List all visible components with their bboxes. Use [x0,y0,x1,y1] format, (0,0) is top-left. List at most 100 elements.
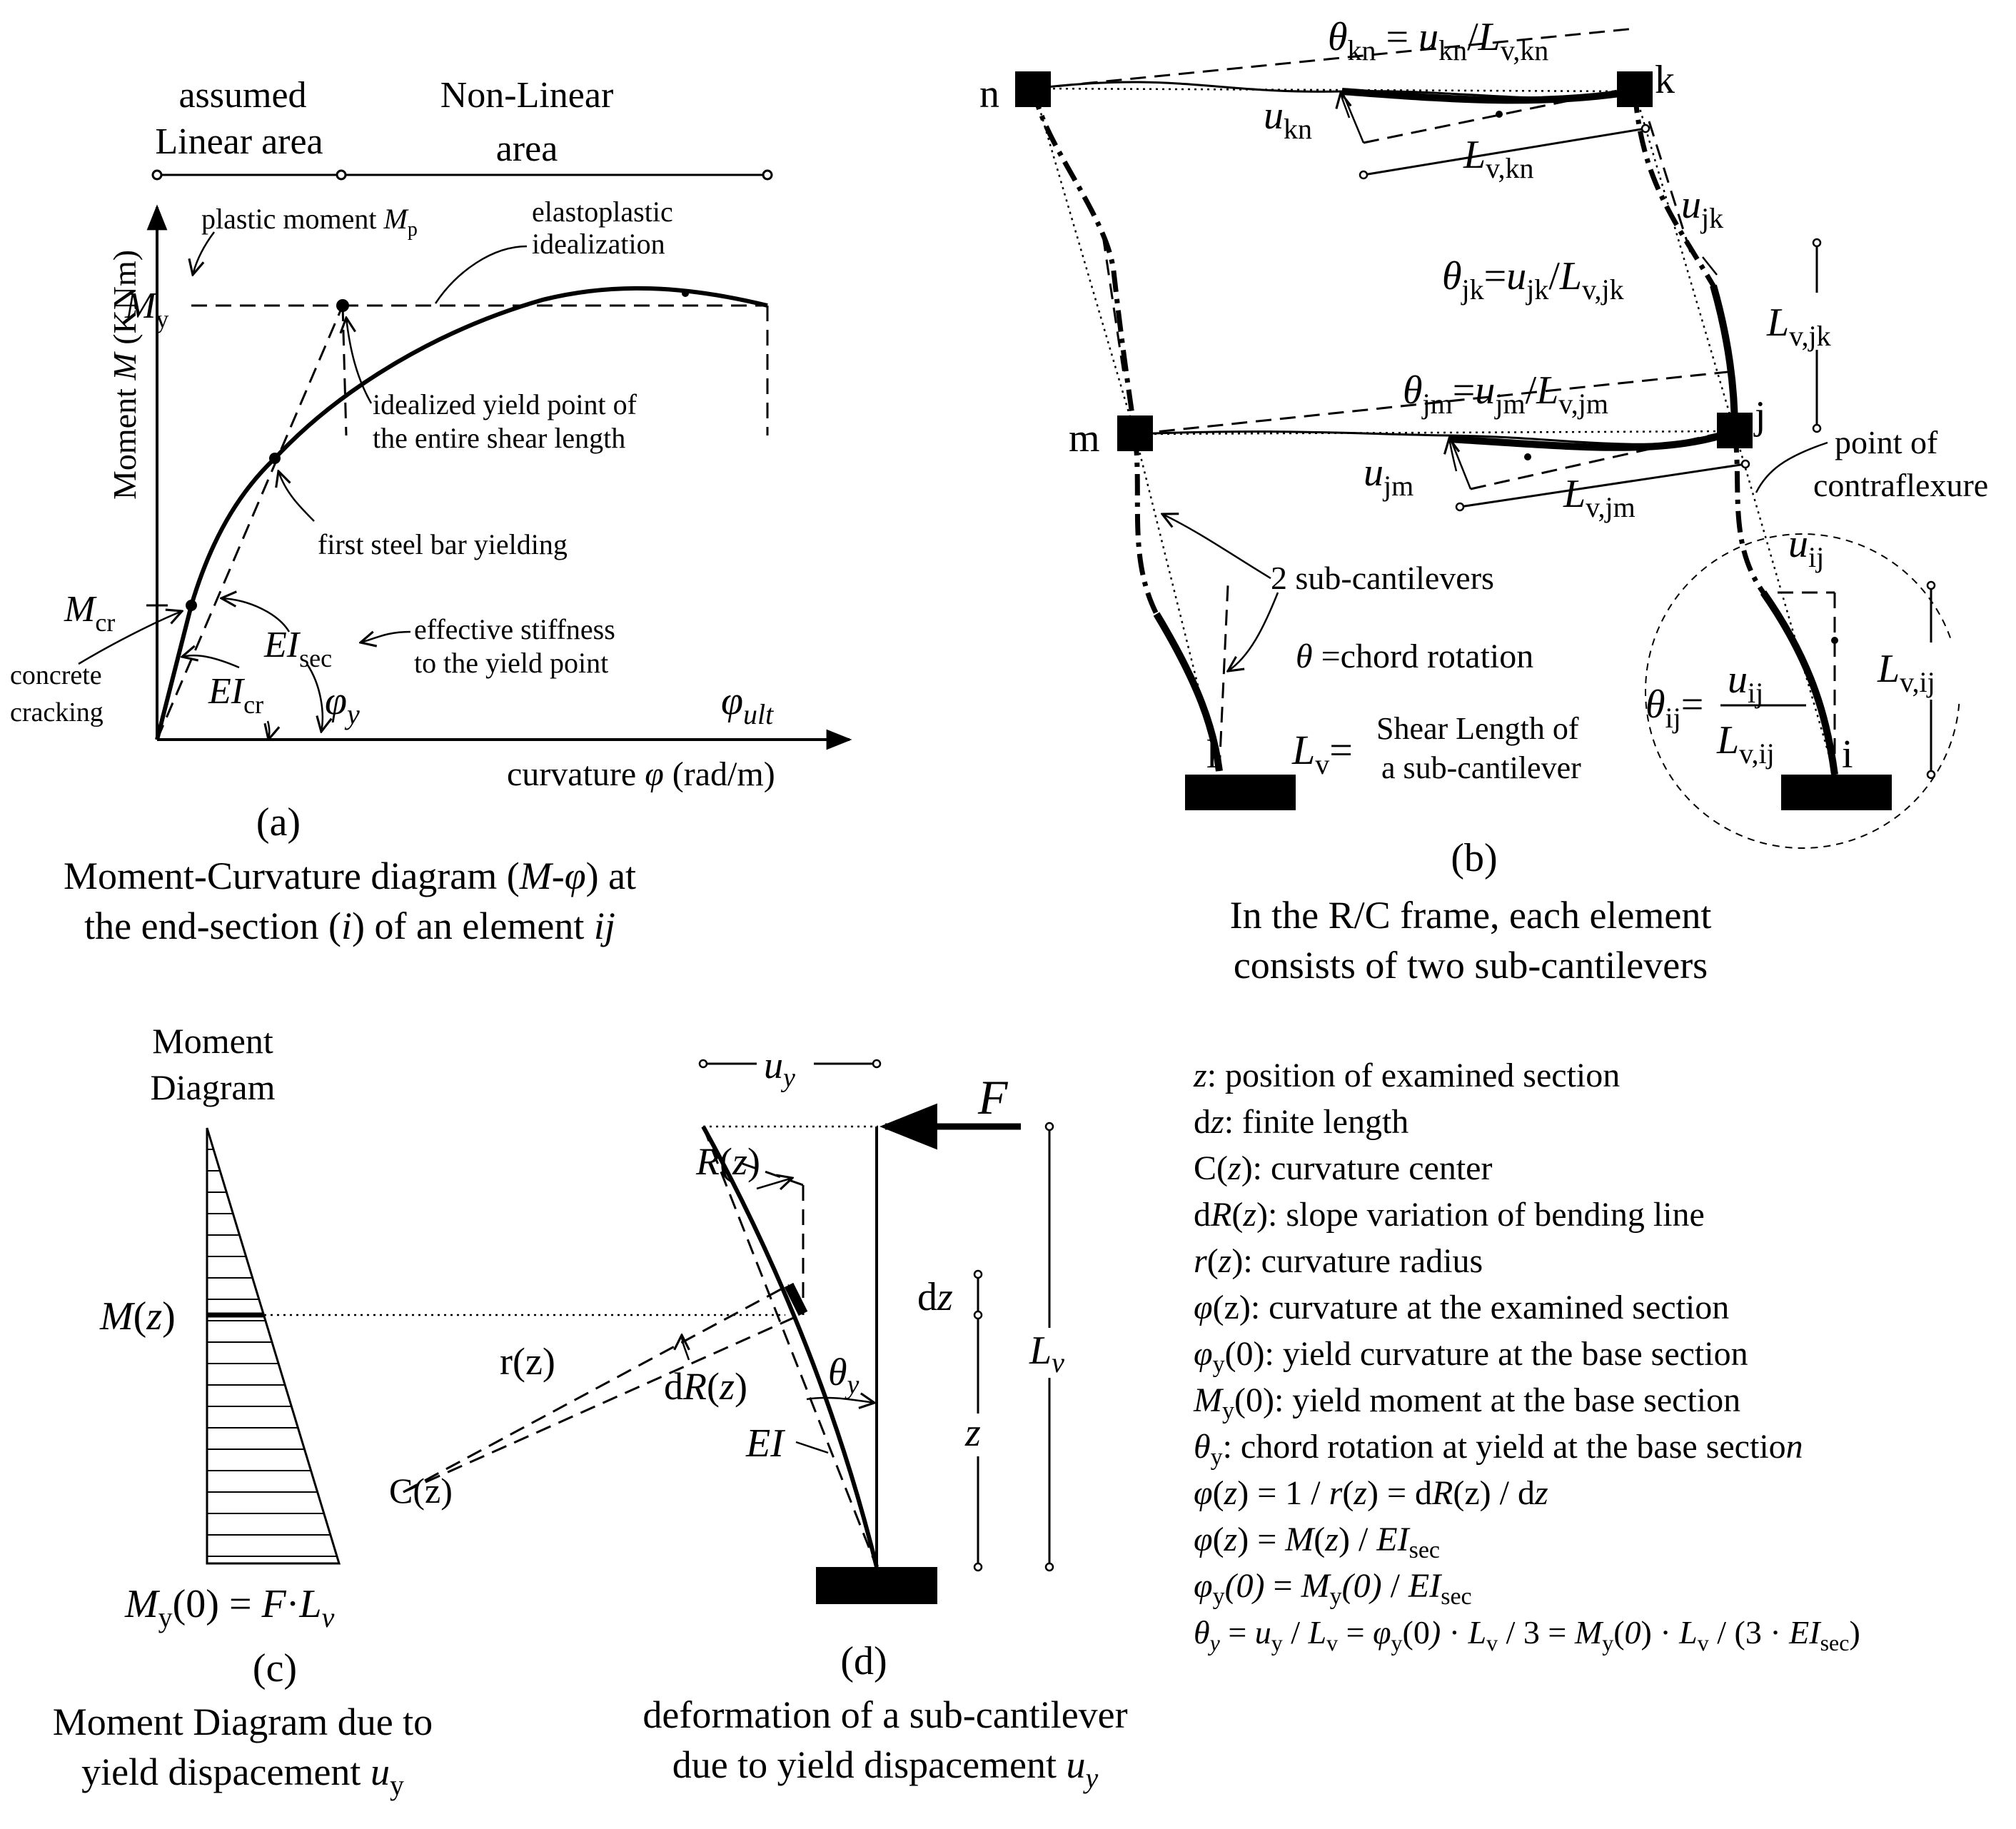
legend-line-10: φ(z) = 1 / r(z) = dR(z) / dz [1194,1474,1548,1512]
theta-ij-denominator: Lv,ij [1716,718,1775,770]
lv-kn-label: Lv,kn [1463,133,1534,184]
column-ij-thick [1760,590,1838,775]
lv-ij-tick [1926,770,1936,780]
effective-stiffness-label-2: to the yield point [414,647,608,679]
moment-diagram-title-2: Diagram [151,1067,276,1107]
zone-linear-label-2: Linear area [155,121,323,162]
cz-label: C(z) [389,1471,453,1511]
panel-d-caption-1: deformation of a sub-cantilever [642,1693,1127,1736]
ei-label: EI [745,1421,785,1466]
uy-label-bg [757,1046,814,1082]
ukn-label: ukn [1264,94,1312,145]
dz-label: dz [917,1275,953,1319]
zone-linear-label-1: assumed [178,75,306,116]
node-j-block [1717,413,1753,448]
eisec-label: EIsec [263,625,332,672]
phi-y-label: φy [325,679,360,730]
column-nm-chord [1032,88,1136,435]
ujm-dash [1470,427,1743,490]
ujk-leader [1702,256,1718,276]
panel-d-label: (d) [840,1639,887,1683]
legend-line-5: r(z): curvature radius [1194,1242,1483,1280]
first-yield-point [269,453,281,464]
panel-c-moment-diagram: Moment Diagram M(z) My(0) = F·Lv (c) Mom… [53,1021,785,1801]
contraflexure-mj [1524,453,1531,460]
panel-a-caption-1: Moment-Curvature diagram (M-φ) at [64,855,636,897]
column-lm-thick [1153,612,1223,772]
mz-label: M(z) [99,1294,176,1339]
deflected-shape [701,1125,879,1568]
theta-definition: θ =chord rotation [1296,638,1533,675]
rz-leader [756,1178,792,1189]
legend-line-13: θy = uy / Lv = φy(0) · Lv / 3 = My(0) · … [1194,1614,1860,1656]
rz-label: R(z) [695,1140,760,1183]
uy-label: uy [764,1044,795,1093]
y-axis-label: Moment M (KNm) [106,250,143,500]
lv-jm-label: Lv,jm [1563,472,1636,523]
legend-line-6: φ(z): curvature at the examined section [1194,1289,1729,1326]
mcr-label: Mcr [64,589,115,637]
base-moment-label: My(0) = F·Lv [124,1582,335,1633]
cracking-leader [78,611,182,665]
legend-line-1: z: position of examined section [1193,1057,1620,1094]
eisec-leader [221,598,291,633]
sub-cantilevers-leader-2 [1228,592,1279,671]
first-yield-label: first steel bar yielding [318,528,568,560]
secant-stiffness-line [156,305,344,740]
z-label-bg [964,1414,992,1456]
effective-stiffness-label-1: effective stiffness [414,613,615,645]
shear-length-label-2: a sub-cantilever [1381,750,1581,785]
contraflexure-nk [1496,111,1503,118]
beam-nk-thick [1341,88,1636,104]
panel-c-caption-1: Moment Diagram due to [53,1700,433,1743]
uy-tick [698,1059,708,1069]
panel-b-caption-1: In the R/C frame, each element [1230,894,1712,937]
contraflexure-leader [1755,441,1828,493]
panel-d-caption-2: due to yield dispacement uy [672,1743,1099,1794]
dz-bottom-tick [973,1310,983,1320]
eicr-angle-arc [268,720,269,740]
panel-b-rc-frame: n k m j l i θkn = ukn/Lv,kn ukn Lv,kn uj… [979,15,1988,987]
zone-nonlinear-label-2: area [496,129,558,169]
lv-base-tick [1044,1562,1054,1572]
lv-top-tick [1044,1122,1054,1132]
eicr-leader [182,655,240,669]
column-ij-chord [1733,430,1836,775]
panel-c-caption-2: yield dispacement uy [81,1750,404,1801]
node-m-label: m [1069,416,1100,460]
lv-ij-label-bg [1878,643,1985,700]
x-axis-label: curvature φ (rad/m) [507,755,775,793]
legend-line-2: dz: finite length [1194,1103,1408,1141]
concrete-cracking-label-2: cracking [10,697,104,727]
column-nm-deformed [1031,88,1138,435]
sub-cantilevers-leader-1 [1162,514,1271,580]
idealized-yield-label-2: the entire shear length [373,422,625,454]
legend-line-11: φ(z) = M(z) / EIsec [1194,1521,1440,1563]
ukn-tick [1341,91,1365,143]
dr-label: dR(z) [664,1365,747,1408]
zone-tick [336,169,347,181]
node-m-block [1117,415,1153,451]
theta-y-arc [806,1398,875,1403]
moment-triangle [206,1127,341,1565]
legend-line-7: φy(0): yield curvature at the base secti… [1194,1335,1748,1378]
idealized-yield-label-1: idealized yield point of [373,388,637,420]
element-dz [784,1282,808,1316]
theta-kn-label: θkn = ukn/Lv,kn [1328,15,1548,66]
force-label: F [977,1070,1009,1124]
lv-jk-label-bg [1763,293,1870,350]
lv-jm-tick [1740,459,1750,469]
dr-leader [682,1335,689,1361]
support-l [1185,775,1296,810]
elastoplastic-label-2: idealization [532,228,665,260]
theta-jk-label: θjk=ujk/Lv,jk [1442,254,1624,306]
first-yield-leader [278,471,315,522]
idealized-yield-point [336,299,349,312]
cracking-point [186,600,197,611]
theta-ij-numerator: uij [1728,657,1763,709]
node-n-block [1015,71,1051,107]
theta-ij-label: θij= [1645,682,1703,734]
zone-tick [762,169,773,181]
beam-mj-dash [1134,370,1735,435]
